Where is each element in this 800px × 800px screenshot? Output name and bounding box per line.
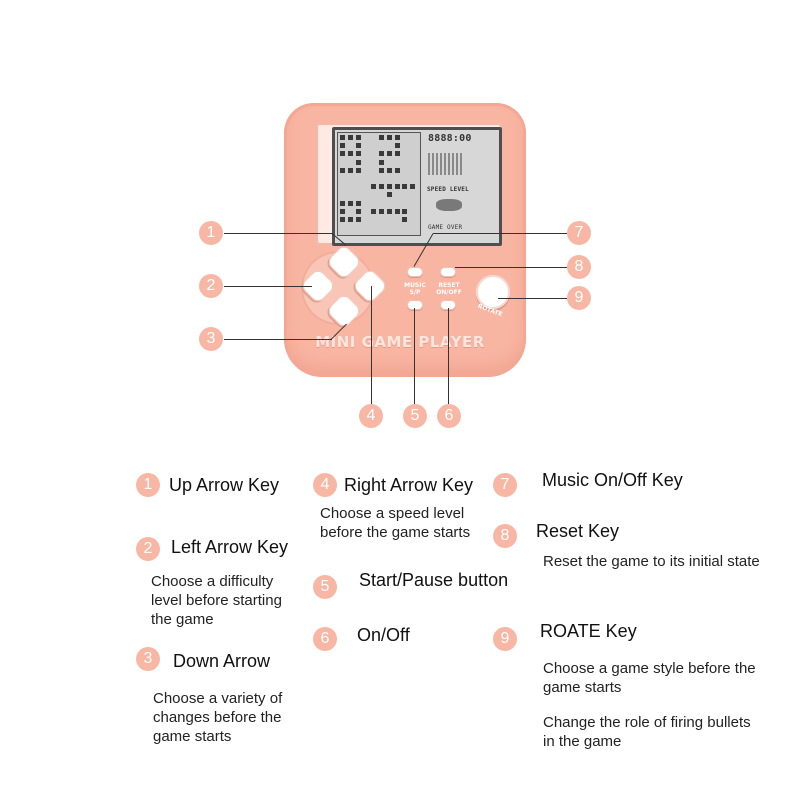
callout-1: 1 xyxy=(199,221,223,245)
callout-line-9 xyxy=(498,298,567,299)
lcd-block-cell xyxy=(354,134,362,141)
lcd-block-cell xyxy=(378,158,385,166)
lcd-block-cell xyxy=(393,150,401,158)
callout-3: 3 xyxy=(199,327,223,351)
callout-line-4 xyxy=(371,286,372,404)
callout-line-6 xyxy=(448,308,449,404)
legend-badge-6: 6 xyxy=(313,627,337,651)
legend-title-9: ROATE Key xyxy=(540,621,637,641)
lcd-block-cell xyxy=(354,142,362,150)
lcd-block-cell xyxy=(385,191,393,199)
callout-line-8 xyxy=(455,267,567,268)
lcd-block-cell xyxy=(385,183,393,191)
lcd-block-cell xyxy=(354,166,362,174)
lcd-block-cell xyxy=(354,158,362,166)
lcd-block-cell xyxy=(346,215,354,223)
callout-5: 5 xyxy=(403,404,427,428)
lcd-block-cell xyxy=(339,134,346,141)
lcd-block-cell xyxy=(393,166,401,174)
legend-title-5: Start/Pause button xyxy=(359,570,509,590)
lcd-block-cell xyxy=(401,183,409,191)
lcd-block-cell xyxy=(339,199,346,207)
lcd-block-cell xyxy=(393,142,401,150)
lcd-block-cell xyxy=(385,134,393,141)
lcd-block-cell xyxy=(354,215,362,223)
callout-line-7 xyxy=(433,233,567,234)
legend-badge-8: 8 xyxy=(493,524,517,548)
lcd-block-cell xyxy=(354,207,362,215)
lcd-mascot-icon xyxy=(436,199,462,211)
legend-badge-7: 7 xyxy=(493,473,517,497)
legend-badge-9: 9 xyxy=(493,627,517,651)
legend-title-4: Right Arrow Key xyxy=(344,475,474,495)
start-pause-button[interactable] xyxy=(407,300,423,310)
lcd-block-cell xyxy=(354,199,362,207)
legend-title-6: On/Off xyxy=(357,625,410,645)
lcd-block-cell xyxy=(378,134,385,141)
lcd-block-cell xyxy=(385,166,393,174)
lcd-block-cell xyxy=(401,207,409,215)
lcd-block-cell xyxy=(393,207,401,215)
brand-label: MINI GAME PLAYER xyxy=(315,333,485,351)
lcd-block-cell xyxy=(393,183,401,191)
lcd-block-cell xyxy=(339,166,346,174)
lcd-block-cell xyxy=(339,215,346,223)
callout-8: 8 xyxy=(567,255,591,279)
callout-7: 7 xyxy=(567,221,591,245)
lcd-score: 8888:00 xyxy=(428,133,472,144)
lcd-block-cell xyxy=(393,134,401,141)
lcd-speed-level-label: SPEED LEVEL xyxy=(427,186,469,193)
legend-title-1: Up Arrow Key xyxy=(169,475,280,495)
lcd-block-cell xyxy=(385,207,393,215)
lcd-block-cell xyxy=(346,134,354,141)
lcd-block-cell xyxy=(409,183,417,191)
lcd-game-over-label: GAME OVER xyxy=(428,224,463,231)
lcd-block-cell xyxy=(339,142,346,150)
lcd-block-cell xyxy=(346,150,354,158)
callout-6: 6 xyxy=(437,404,461,428)
callout-9: 9 xyxy=(567,286,591,310)
legend-badge-4: 4 xyxy=(313,473,337,497)
lcd-block-cell xyxy=(401,215,409,223)
callout-line-2 xyxy=(224,286,312,287)
rotate-key[interactable] xyxy=(476,275,510,309)
lcd-block-cell xyxy=(385,150,393,158)
legend-desc-8: Reset the game to its initial state xyxy=(543,553,760,570)
legend-title-7: Music On/Off Key xyxy=(542,470,683,490)
legend-title-3: Down Arrow xyxy=(173,651,271,671)
callout-line-5 xyxy=(414,308,415,404)
music-on-off-key[interactable] xyxy=(407,267,423,277)
lcd-block-cell xyxy=(378,166,385,174)
callout-line-1 xyxy=(224,233,333,234)
lcd-block-cell xyxy=(378,207,385,215)
lcd-block-cell xyxy=(370,207,378,215)
lcd-block-cell xyxy=(339,150,346,158)
lcd-block-cell xyxy=(370,183,378,191)
lcd-block-cell xyxy=(346,199,354,207)
legend-badge-3: 3 xyxy=(136,647,160,671)
on-off-button[interactable] xyxy=(440,300,456,310)
lcd-block-cell xyxy=(346,166,354,174)
callout-2: 2 xyxy=(199,274,223,298)
lcd-preview-grid xyxy=(428,153,464,175)
lcd-block-cell xyxy=(339,207,346,215)
legend-badge-5: 5 xyxy=(313,575,337,599)
callout-4: 4 xyxy=(359,404,383,428)
lcd-block-cell xyxy=(354,150,362,158)
reset-key[interactable] xyxy=(440,267,456,277)
callout-line-3 xyxy=(224,339,332,340)
legend-title-2: Left Arrow Key xyxy=(171,537,289,557)
legend-badge-1: 1 xyxy=(136,473,160,497)
lcd-block-cell xyxy=(378,150,385,158)
legend-badge-2: 2 xyxy=(136,537,160,561)
lcd-block-cell xyxy=(378,183,385,191)
legend-title-8: Reset Key xyxy=(536,521,620,541)
